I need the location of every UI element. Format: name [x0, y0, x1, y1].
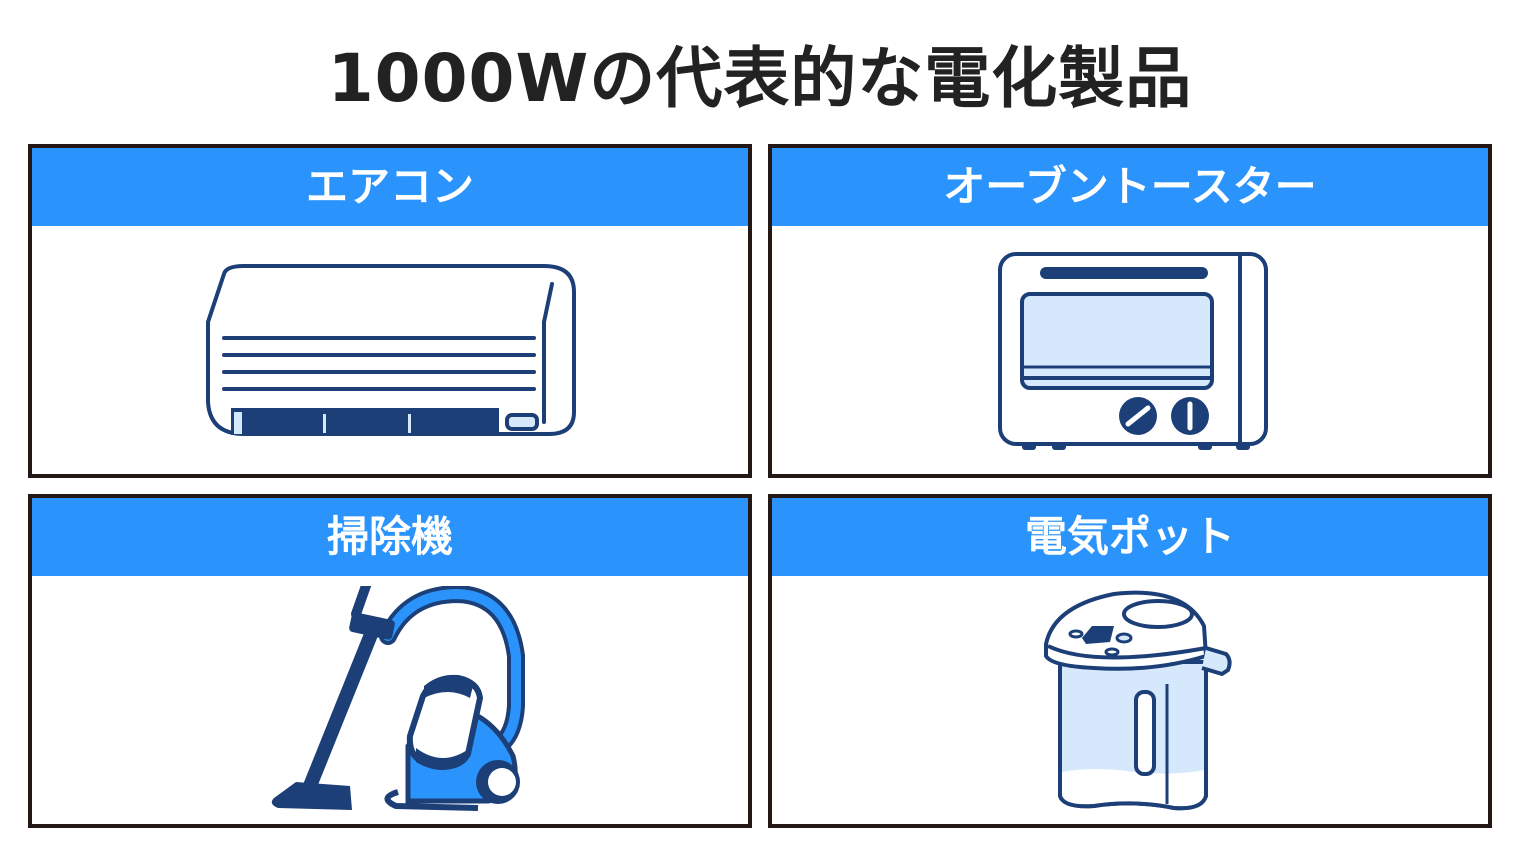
card-header: エアコン: [32, 148, 748, 226]
vacuum-cleaner-icon: [271, 586, 525, 811]
card-electric-pot: 電気ポット: [768, 494, 1492, 828]
card-header: オーブントースター: [772, 148, 1488, 226]
electric-pot-icon: [1044, 590, 1232, 811]
card-illustration: [772, 226, 1488, 474]
card-illustration: [32, 576, 748, 824]
card-air-conditioner: エアコン: [28, 144, 752, 478]
air-conditioner-icon: [206, 264, 576, 436]
oven-toaster-icon: [998, 252, 1268, 450]
card-oven-toaster: オーブントースター: [768, 144, 1492, 478]
page-title: 1000Wの代表的な電化製品: [327, 40, 1193, 117]
card-header: 掃除機: [32, 498, 748, 576]
card-illustration: [772, 576, 1488, 824]
card-illustration: [32, 226, 748, 474]
card-header: 電気ポット: [772, 498, 1488, 576]
card-vacuum-cleaner: 掃除機: [28, 494, 752, 828]
